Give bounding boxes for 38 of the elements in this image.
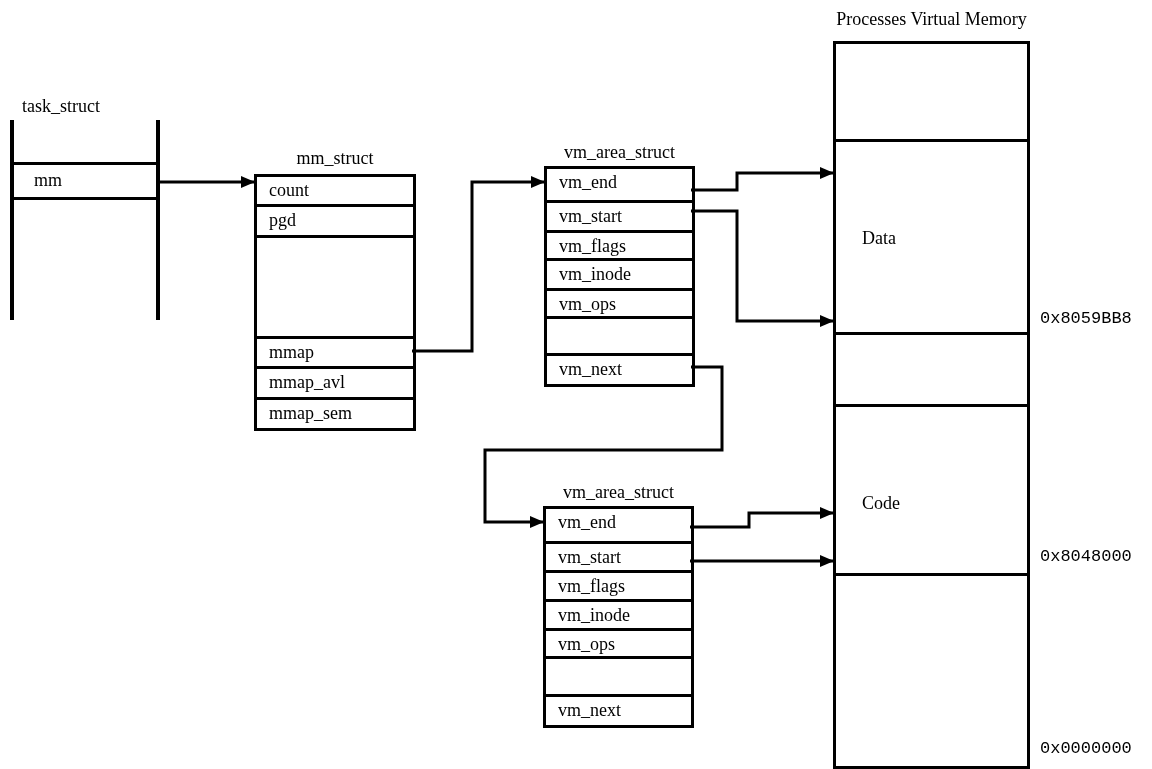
memory-region: Code <box>833 404 1030 576</box>
field-row: vm_next <box>546 694 691 725</box>
arrow <box>483 365 724 528</box>
memory-region <box>833 573 1030 769</box>
memory-region <box>833 41 1030 142</box>
struct-name: mm_struct <box>295 148 375 169</box>
field-row: pgd <box>257 204 413 235</box>
arrow <box>690 555 834 567</box>
field-row: vm_end <box>546 506 691 541</box>
field-row: vm_start <box>547 200 692 230</box>
struct-name: vm_area_struct <box>562 482 675 503</box>
field-row: vm_inode <box>547 258 692 288</box>
field-row: vm_next <box>547 353 692 384</box>
field-row: vm_ops <box>546 628 691 656</box>
field-row: vm_end <box>547 166 692 200</box>
field-row: mmap <box>257 336 413 366</box>
arrow <box>691 209 834 327</box>
address-label: 0x0000000 <box>1040 739 1132 758</box>
memory-region <box>833 332 1030 407</box>
address-label: 0x8059BB8 <box>1040 309 1132 328</box>
arrow <box>412 176 545 353</box>
field-row: vm_inode <box>546 599 691 628</box>
arrow <box>159 176 255 188</box>
memory-title: Processes Virtual Memory <box>835 9 1028 30</box>
arrow <box>690 507 834 529</box>
struct-name: task_struct <box>22 96 101 117</box>
field-row: count <box>257 174 413 204</box>
field-row: mmap_avl <box>257 366 413 397</box>
field-row: vm_flags <box>547 230 692 258</box>
address-label: 0x8048000 <box>1040 547 1132 566</box>
memory-region: Data <box>833 139 1030 335</box>
struct-name: vm_area_struct <box>563 142 676 163</box>
field-row: vm_start <box>546 541 691 570</box>
field-row: vm_ops <box>547 288 692 316</box>
field-row: vm_flags <box>546 570 691 599</box>
field-row: mmap_sem <box>257 397 413 428</box>
arrow <box>691 167 834 192</box>
field-row: mm <box>10 162 160 200</box>
